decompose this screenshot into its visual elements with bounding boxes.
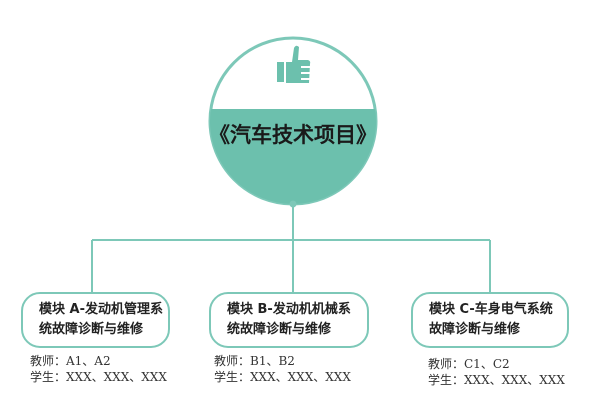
thumbs-up-icon bbox=[277, 45, 311, 83]
module-a-line1: 模块 A-发动机管理系 bbox=[39, 302, 163, 317]
module-b-line2: 统故障诊断与维修 bbox=[227, 322, 332, 337]
module-c-students: 学生：XXX、XXX、XXX bbox=[428, 373, 565, 387]
module-a-teacher: 教师：A1、A2 bbox=[30, 354, 111, 368]
module-b-line1: 模块 B-发动机机械系 bbox=[227, 302, 351, 317]
module-c-box: 模块 C-车身电气系统 故障诊断与维修 bbox=[411, 292, 569, 348]
module-b-students: 学生：XXX、XXX、XXX bbox=[214, 370, 351, 384]
module-c-teacher: 教师：C1、C2 bbox=[428, 357, 510, 371]
module-c-line2: 故障诊断与维修 bbox=[429, 322, 521, 337]
connector-lines bbox=[91, 204, 491, 293]
module-b-teacher: 教师：B1、B2 bbox=[214, 354, 295, 368]
module-a-line2: 统故障诊断与维修 bbox=[39, 322, 144, 337]
module-b-box: 模块 B-发动机机械系 统故障诊断与维修 bbox=[209, 292, 369, 348]
module-c-line1: 模块 C-车身电气系统 bbox=[429, 302, 553, 317]
root-title: 《汽车技术项目》 bbox=[209, 123, 377, 147]
module-a-students: 学生：XXX、XXX、XXX bbox=[30, 370, 167, 384]
module-a-box: 模块 A-发动机管理系 统故障诊断与维修 bbox=[21, 292, 170, 348]
root-band bbox=[210, 109, 376, 204]
